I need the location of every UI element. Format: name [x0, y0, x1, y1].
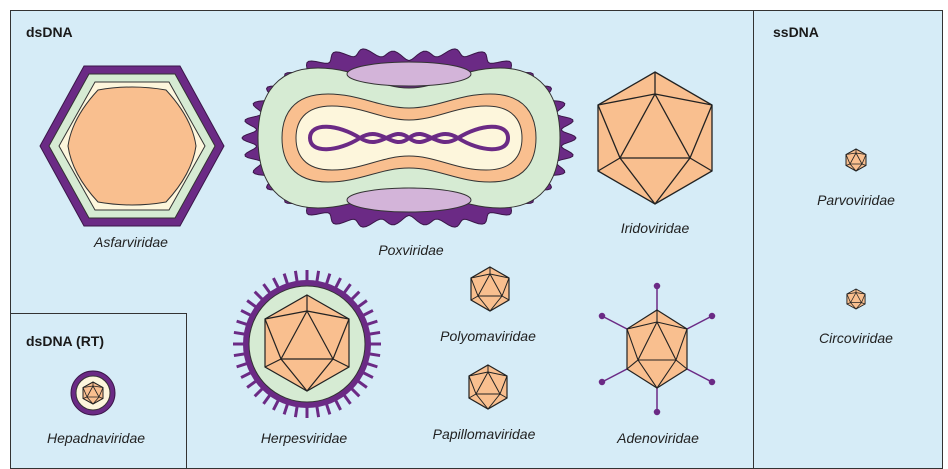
circoviridae-label: Circoviridae [819, 330, 893, 346]
papillomaviridae-virion [468, 364, 508, 410]
asfarviridae-virion [36, 62, 228, 230]
herpesviridae-virion [231, 268, 383, 420]
parvoviridae-label: Parvoviridae [817, 192, 895, 208]
iridoviridae-virion [594, 70, 716, 208]
circoviridae-virion [846, 288, 866, 310]
iridoviridae-label: Iridoviridae [621, 220, 689, 236]
hepadnaviridae-label: Hepadnaviridae [47, 430, 145, 446]
adenoviridae-label: Adenoviridae [617, 430, 699, 446]
herpesviridae-label: Herpesviridae [261, 430, 347, 446]
polyomaviridae-virion [470, 266, 510, 312]
adenoviridae-virion [594, 282, 720, 416]
parvoviridae-virion [845, 148, 867, 172]
asfarviridae-label: Asfarviridae [94, 234, 168, 250]
dsdna-heading: dsDNA [26, 24, 73, 40]
dsdna-rt-heading: dsDNA (RT) [26, 333, 104, 349]
papillomaviridae-label: Papillomaviridae [433, 426, 536, 442]
poxviridae-virion [248, 44, 570, 232]
ssdna-heading: ssDNA [773, 24, 819, 40]
ssdna-panel [753, 10, 943, 469]
polyomaviridae-label: Polyomaviridae [440, 328, 536, 344]
hepadnaviridae-virion [70, 370, 116, 416]
poxviridae-label: Poxviridae [378, 242, 443, 258]
